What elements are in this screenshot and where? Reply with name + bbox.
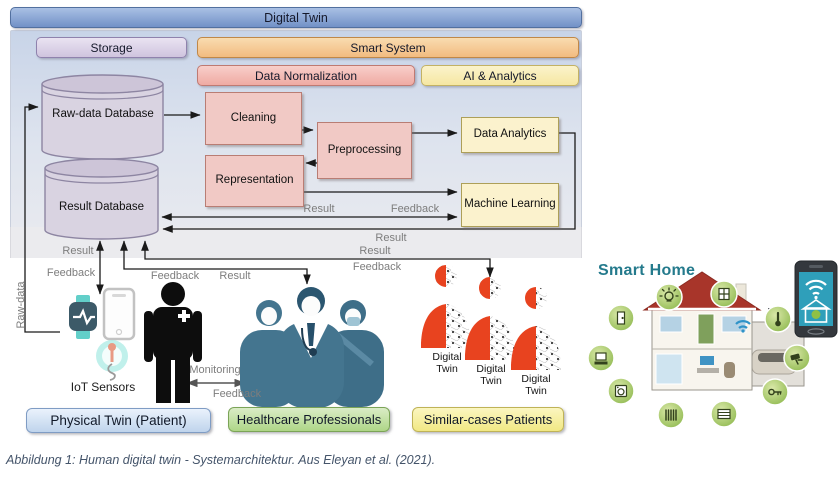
- flow-label-result: Result: [62, 245, 94, 257]
- thermostat-icon: [764, 305, 792, 333]
- raw-database-label: Raw-data Database: [52, 108, 154, 120]
- iot-sensors-label: IoT Sensors: [70, 380, 136, 394]
- window-icon: [710, 280, 738, 308]
- smart-system-banner: Smart System: [197, 37, 579, 58]
- physical-twin-banner: Physical Twin (Patient): [26, 408, 211, 433]
- door-sensor-icon: [607, 304, 635, 332]
- digital-twin-figure-label: Digital Twin: [476, 363, 506, 388]
- security-camera-icon: [783, 344, 811, 372]
- flow-label-feedback: Feedback: [150, 270, 200, 282]
- representation-box: Representation: [205, 155, 304, 207]
- wifi-icon: [735, 320, 751, 333]
- flow-label-result: Result: [303, 203, 335, 215]
- sensor-icon: [96, 340, 128, 381]
- preprocessing-box: Preprocessing: [317, 122, 412, 179]
- flow-label-feedback: Feedback: [352, 261, 402, 273]
- healthcare-banner: Healthcare Professionals: [228, 407, 390, 432]
- patient-silhouette: [144, 282, 202, 403]
- computer-icon: [587, 344, 615, 372]
- machine-learning-box: Machine Learning: [461, 183, 559, 227]
- digital-twin-figure: [421, 265, 471, 348]
- flow-label-feedback: Feedback: [46, 267, 96, 279]
- result-database-label: Result Database: [58, 201, 145, 213]
- cleaning-box: Cleaning: [205, 92, 302, 145]
- similar-patients-banner: Similar-cases Patients: [412, 407, 564, 432]
- digital-twin-figure: [465, 277, 515, 360]
- digital-twin-figure-label: Digital Twin: [521, 373, 551, 398]
- surgeon-figure: [326, 300, 384, 407]
- ai-analytics-banner: AI & Analytics: [421, 65, 579, 86]
- smart-home-title: Smart Home: [598, 262, 696, 279]
- smart-home-panel: [588, 258, 839, 437]
- storage-banner: Storage: [36, 37, 187, 58]
- flow-label-monitoring: Monitoring: [189, 364, 241, 376]
- digital-twin-figure: [511, 287, 561, 370]
- flow-label-result: Result: [375, 232, 407, 244]
- data-normalization-banner: Data Normalization: [197, 65, 415, 86]
- washing-machine-icon: [607, 377, 635, 405]
- key-icon: [761, 378, 789, 406]
- flow-label-result: Result: [219, 270, 251, 282]
- smart-home-illustration: [587, 260, 838, 429]
- house: [642, 271, 805, 391]
- figure-caption: Abbildung 1: Human digital twin - System…: [6, 453, 436, 467]
- digital-twin-figure-label: Digital Twin: [432, 351, 462, 376]
- doctor-figure: [278, 287, 344, 408]
- digital-twin-banner: Digital Twin: [10, 7, 582, 28]
- data-analytics-box: Data Analytics: [461, 117, 559, 153]
- flow-label-feedback: Feedback: [390, 203, 440, 215]
- smartphone-app-icon: [794, 260, 838, 338]
- smartwatch-icon: [69, 295, 97, 339]
- radiator-icon: [657, 401, 685, 429]
- phone-icon: [102, 287, 136, 341]
- flow-label-result: Result: [359, 245, 391, 257]
- flow-label-feedback: Feedback: [212, 388, 262, 400]
- flow-label-raw-data: Raw-data: [15, 281, 27, 329]
- light-bulb-icon: [655, 283, 683, 311]
- garage-door-icon: [710, 400, 738, 428]
